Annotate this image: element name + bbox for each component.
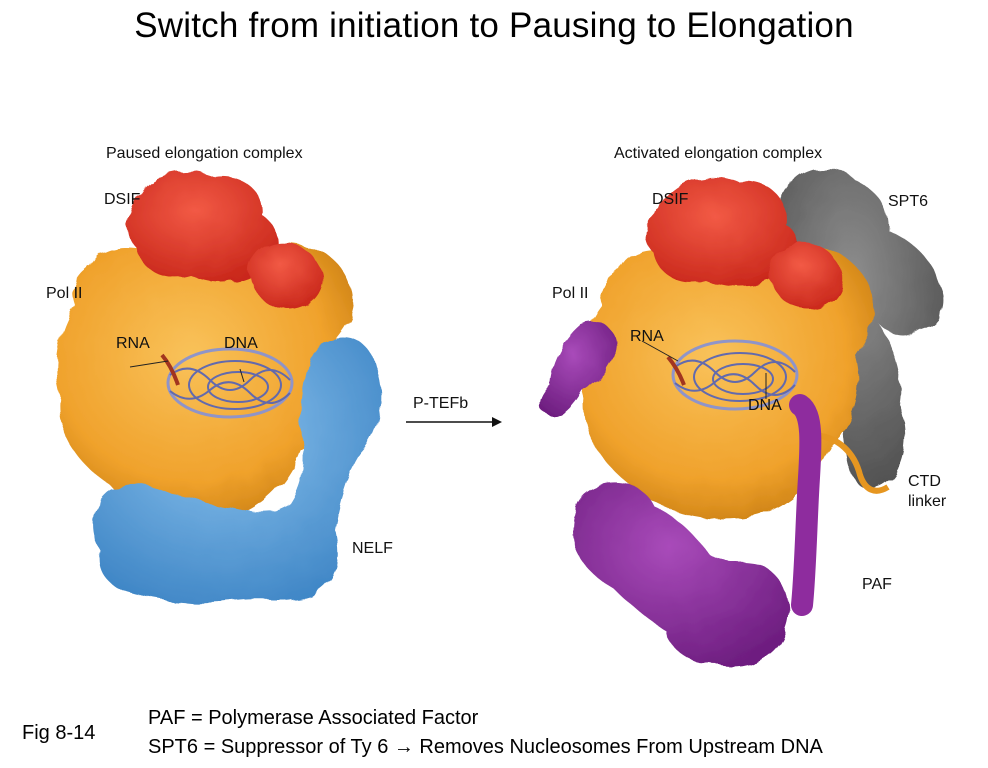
right-label-linker: linker: [908, 493, 947, 510]
figure: Paused elongation complex: [40, 135, 980, 695]
right-label-pol2: Pol II: [552, 285, 589, 302]
paused-complex-illustration: [56, 171, 382, 603]
dsif-surface-2: [768, 242, 843, 310]
left-label-dna: DNA: [224, 335, 258, 352]
left-label-rna: RNA: [116, 335, 150, 352]
right-panel: Activated elongation complex: [510, 135, 980, 695]
ptefb-arrow: P-TEFb: [402, 395, 512, 435]
paf-surface-arm: [789, 394, 822, 616]
caption: PAF = Polymerase Associated Factor SPT6 …: [148, 704, 823, 762]
left-label-pol2: Pol II: [46, 285, 83, 302]
dsif-surface-2: [248, 242, 323, 310]
figure-reference: Fig 8-14: [22, 722, 96, 744]
right-label-spt6: SPT6: [888, 193, 929, 210]
left-label-nelf: NELF: [352, 540, 393, 557]
right-label-ctd: CTD: [908, 473, 941, 490]
caption-line-paf: PAF = Polymerase Associated Factor: [148, 707, 479, 729]
paf-surface-upper: [539, 321, 616, 417]
activated-complex-illustration: [539, 167, 944, 666]
dsif-surface: [646, 177, 798, 287]
slide-title: Switch from initiation to Pausing to Elo…: [134, 6, 854, 45]
right-label-paf: PAF: [862, 576, 892, 593]
nelf-surface: [92, 337, 382, 603]
ctd-linker: [809, 432, 890, 494]
dna-helix: [671, 339, 799, 411]
right-label-dsif: DSIF: [652, 191, 689, 208]
dsif-surface: [127, 171, 278, 282]
left-panel-title: Paused elongation complex: [106, 145, 303, 162]
right-label-rna: RNA: [630, 328, 664, 345]
pol2-surface: [56, 242, 354, 522]
dna-helix: [166, 347, 294, 419]
right-panel-title: Activated elongation complex: [614, 145, 823, 162]
paf-surface-lower: [572, 482, 789, 666]
right-label-dna: DNA: [748, 397, 782, 414]
right-arrow-icon: [406, 417, 502, 427]
caption-line-spt6: SPT6 = Suppressor of Ty 6 → Removes Nucl…: [148, 736, 823, 758]
rna-strand: [160, 353, 180, 386]
rna-strand: [666, 355, 686, 386]
arrow-label: P-TEFb: [413, 395, 469, 412]
left-label-dsif: DSIF: [104, 191, 141, 208]
